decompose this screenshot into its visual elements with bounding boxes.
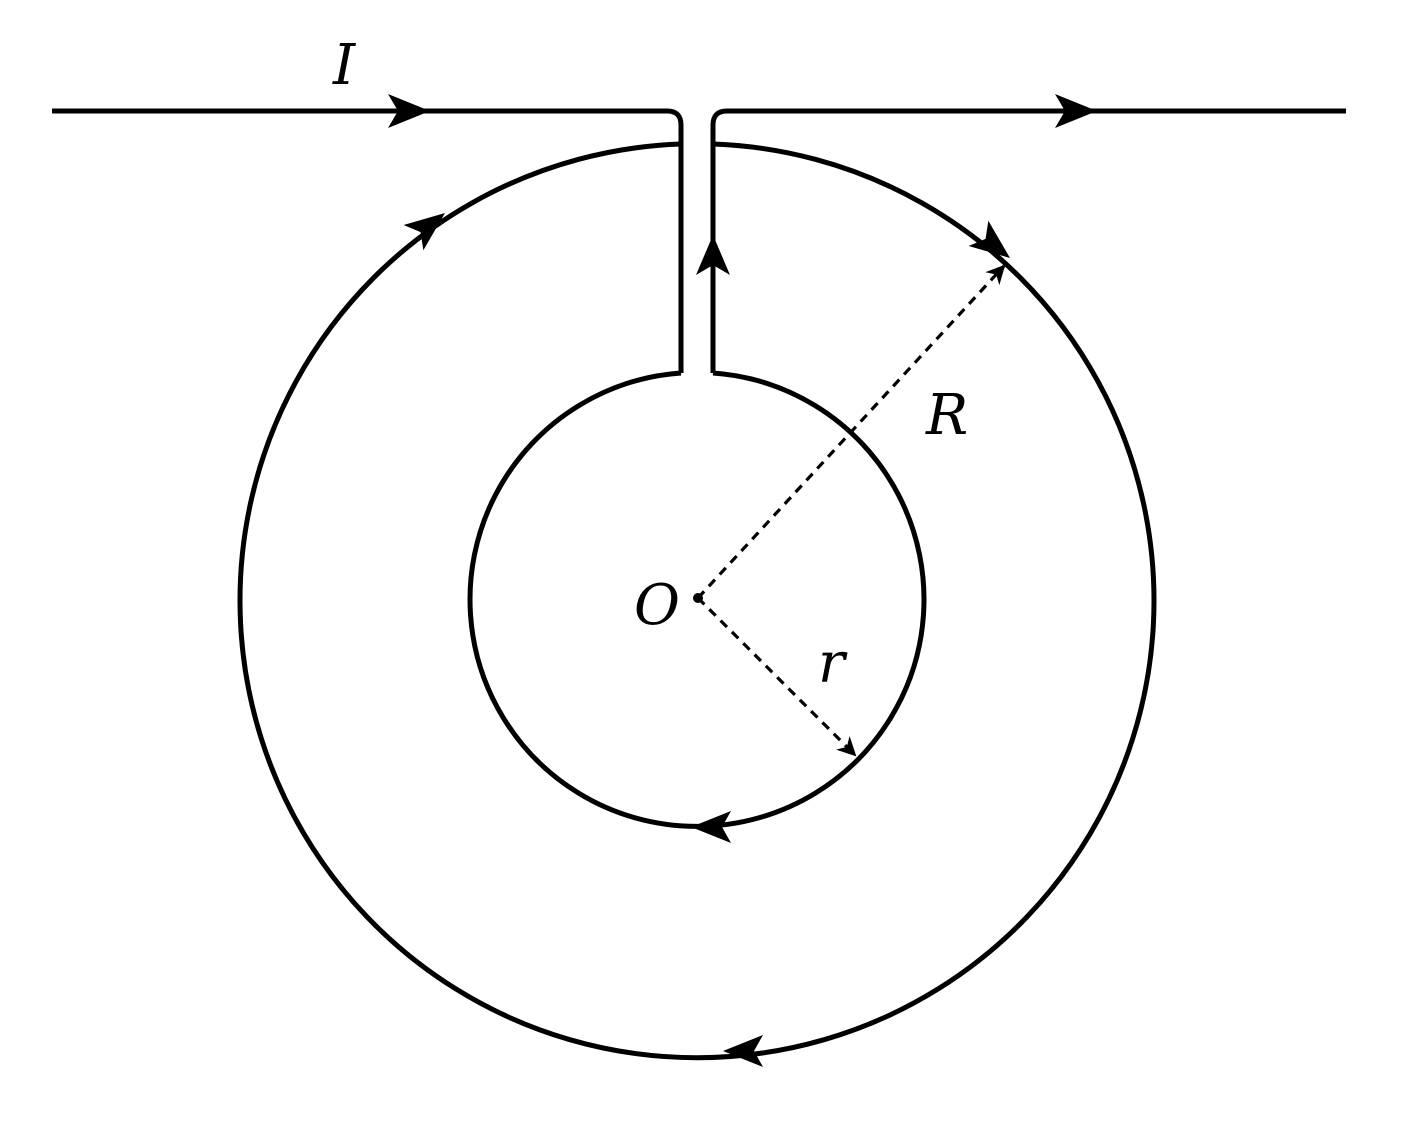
- radius-r-line: [696, 596, 857, 757]
- current-arrow-top-right: [1055, 94, 1097, 128]
- current-arrow-vertical-up: [696, 235, 730, 275]
- current-arrow-outer-bottom: [723, 1035, 763, 1067]
- radius-R-line: [696, 264, 1006, 600]
- current-arrow-outer-upper-right: [968, 220, 1010, 258]
- outer-loop-arc: [237, 141, 1157, 1061]
- center-point: [693, 593, 703, 603]
- current-arrow-top-left: [388, 94, 430, 128]
- label-outer-radius: R: [925, 383, 968, 448]
- lead-wire-right: [710, 108, 1346, 373]
- lead-wire-left: [52, 108, 684, 373]
- current-arrow-outer-upper-left: [403, 213, 445, 251]
- label-center: O: [634, 573, 680, 638]
- label-inner-radius: r: [818, 631, 848, 696]
- label-current: I: [332, 33, 357, 98]
- current-arrow-inner-bottom: [691, 811, 731, 843]
